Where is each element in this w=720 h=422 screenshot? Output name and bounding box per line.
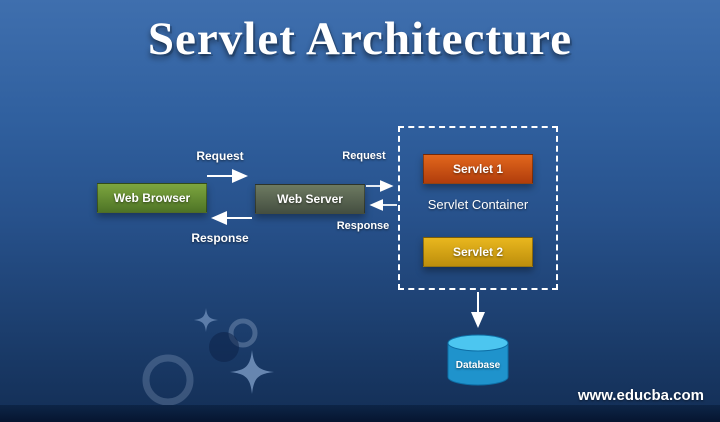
servlet-container-box: [398, 126, 558, 290]
sparkle-star-icon: [230, 350, 274, 394]
sparkle-ring-icon: [142, 354, 194, 406]
servlet-2-label: Servlet 2: [452, 245, 504, 259]
node-servlet-1: Servlet 1: [423, 154, 533, 184]
node-servlet-2: Servlet 2: [423, 237, 533, 267]
servlet-container-label: Servlet Container: [427, 197, 529, 212]
database-icon: [447, 334, 509, 386]
request-label-server-container: Request: [342, 150, 386, 162]
sparkle-star-icon: [193, 307, 219, 333]
database-cylinder: [446, 334, 510, 388]
response-label-browser-server: Response: [191, 231, 249, 245]
page-title: Servlet Architecture: [147, 13, 573, 65]
node-web-server: Web Server: [255, 184, 365, 214]
database-label: Database: [455, 360, 501, 371]
website-text: www.educba.com: [577, 387, 704, 404]
sparkle-ring-icon: [228, 318, 258, 348]
response-label-server-container: Response: [336, 220, 390, 232]
web-server-label: Web Server: [277, 192, 343, 206]
footer-bar: [0, 405, 720, 422]
web-browser-label: Web Browser: [113, 191, 191, 205]
sparkle-dot-icon: [209, 332, 239, 362]
servlet-1-label: Servlet 1: [452, 162, 504, 176]
node-web-browser: Web Browser: [97, 183, 207, 213]
request-label-browser-server: Request: [196, 149, 244, 163]
